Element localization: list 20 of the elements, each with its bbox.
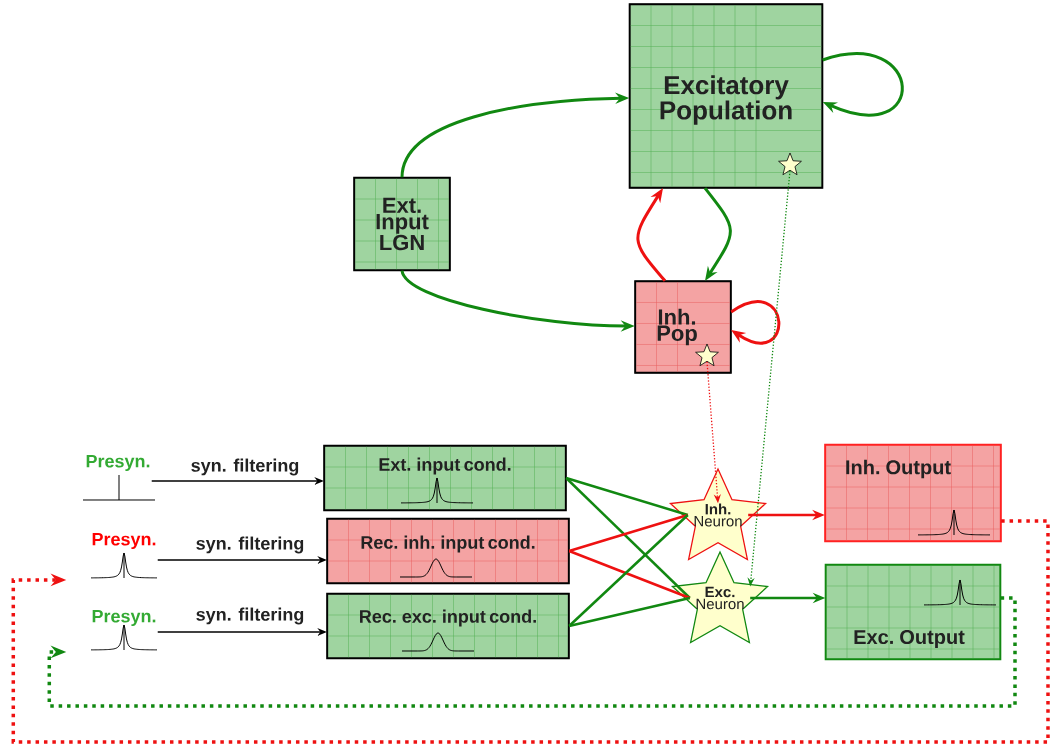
arrow <box>47 596 1017 708</box>
star-icon <box>695 343 719 367</box>
output-box: Inh. Output <box>824 443 1002 543</box>
edge-label: syn. filtering <box>194 535 306 555</box>
arrow <box>822 52 904 117</box>
conductance-box: Ext. input cond. <box>323 444 567 512</box>
presyn-label: Presyn. <box>92 532 156 550</box>
star-icon <box>778 152 802 176</box>
conductance-box: Rec. exc. input cond. <box>326 592 570 660</box>
population-box: Excitatory Population <box>628 3 824 189</box>
arrow <box>11 519 1050 744</box>
conductance-box: Rec. inh. input cond. <box>326 517 570 585</box>
arrow <box>730 300 781 345</box>
edge-label: syn. filtering <box>194 606 306 626</box>
presyn-label: Presyn. <box>92 609 156 627</box>
output-box: Exc. Output <box>824 563 1002 661</box>
input-box: Ext. Input LGN <box>353 176 451 272</box>
population-box: Inh. Pop <box>634 280 732 374</box>
edge-label: syn. filtering <box>189 457 301 477</box>
presyn-label: Presyn. <box>86 454 150 472</box>
